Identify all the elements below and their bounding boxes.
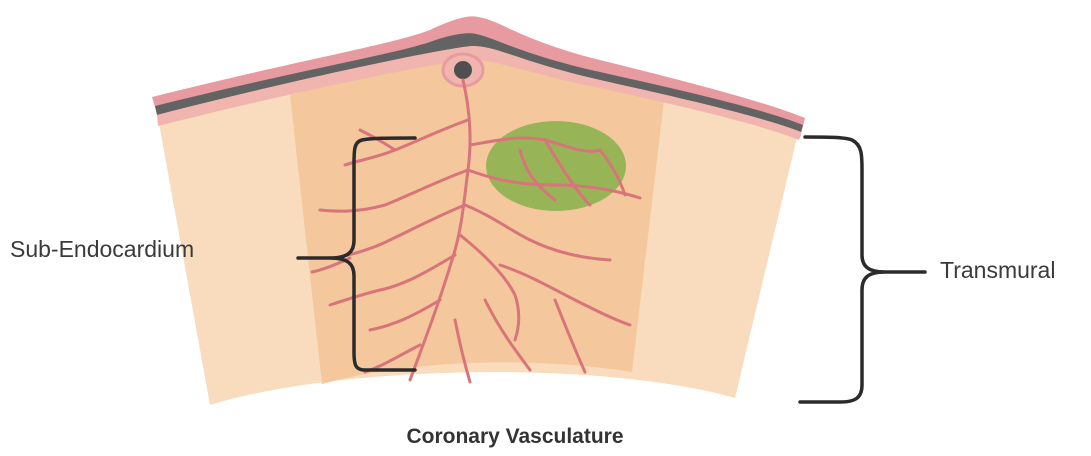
transmural-label: Transmural	[940, 257, 1055, 284]
transmural-bracket	[800, 137, 925, 402]
sub-endocardium-label: Sub-Endocardium	[10, 236, 194, 263]
infarct-zone	[486, 121, 626, 211]
vascular-zone	[290, 56, 665, 384]
coronary-artery-lumen	[454, 61, 472, 79]
diagram-caption: Coronary Vasculature	[0, 425, 1030, 449]
